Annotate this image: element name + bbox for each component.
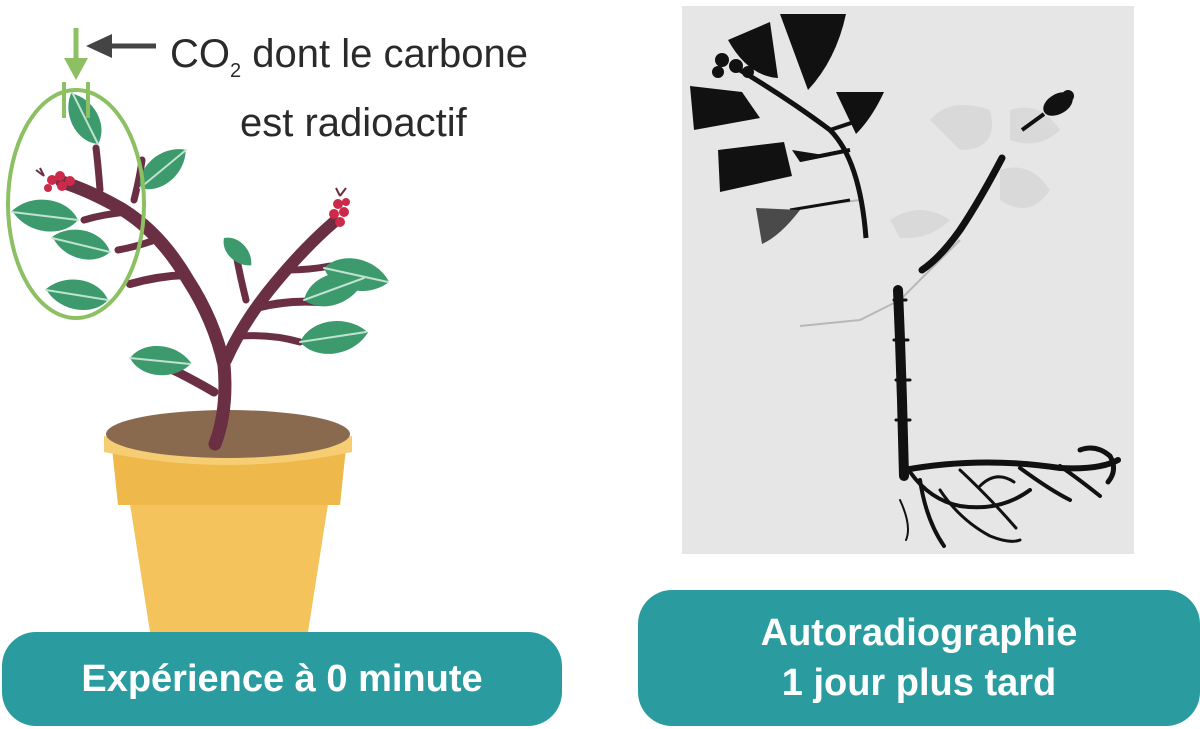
caption-experience: Expérience à 0 minute xyxy=(2,632,562,726)
co2-annotation-line1: CO2 dont le carbone xyxy=(170,28,528,97)
caption-experience-text: Expérience à 0 minute xyxy=(81,657,483,700)
co2-annotation-line2: est radioactif xyxy=(240,101,467,145)
berry-cluster-left xyxy=(35,167,75,192)
arrow-left-icon xyxy=(86,34,156,58)
pot-soil xyxy=(106,410,350,458)
caption-autoradiography: Autoradiographie 1 jour plus tard xyxy=(638,590,1200,726)
potted-plant xyxy=(9,86,393,632)
dark-roots xyxy=(899,445,1121,548)
dark-right-branch xyxy=(918,90,1074,274)
dark-upper-branch xyxy=(690,14,884,244)
berry-cluster-right xyxy=(329,187,350,227)
co2-annotation: CO2 dont le carbone est radioactif xyxy=(170,28,528,149)
leaf-veins xyxy=(11,91,389,365)
faint-leaves xyxy=(890,104,1060,239)
co2-subscript: 2 xyxy=(230,60,242,82)
co2-formula: CO xyxy=(170,32,230,76)
caption-autoradiography-line1: Autoradiographie xyxy=(760,612,1078,654)
autoradiograph-image xyxy=(682,6,1134,554)
highlight-ellipse xyxy=(6,88,146,320)
arrow-down-icon xyxy=(64,28,88,80)
caption-autoradiography-line2: 1 jour plus tard xyxy=(781,662,1057,704)
dark-main-stem xyxy=(892,285,912,481)
co2-enclosure xyxy=(6,82,146,320)
flower-pot xyxy=(104,410,352,632)
co2-line1-rest: dont le carbone xyxy=(241,32,528,76)
